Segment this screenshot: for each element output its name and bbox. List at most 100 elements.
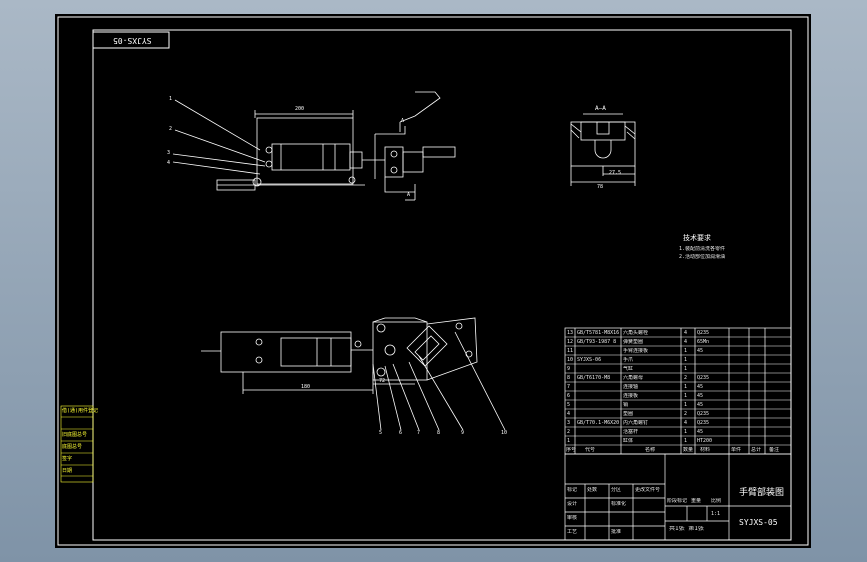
parts-cell-material: Q235: [697, 420, 710, 426]
title-sheet: 共1张 第1张: [669, 526, 704, 532]
inner-frame: [92, 29, 792, 541]
parts-cell-qty: 1: [684, 366, 688, 372]
parts-cell-material: Q235: [697, 375, 710, 381]
parts-cell-material: 45: [697, 393, 704, 399]
callout-1: 1: [169, 96, 173, 102]
parts-cell-no: 5: [567, 402, 571, 408]
parts-cell-qty: 1: [684, 429, 688, 435]
parts-cell-no: 8: [567, 375, 571, 381]
parts-cell-qty: 1: [684, 393, 688, 399]
title-role-approve: 批准: [611, 529, 622, 535]
stage-header-3: 比例: [711, 498, 722, 504]
callout-10: 10: [501, 430, 508, 436]
parts-cell-name: 连接板: [623, 393, 639, 399]
parts-cell-material: Q235: [697, 330, 710, 336]
title-drawing-name: 手臂部装图: [739, 488, 785, 498]
parts-header-cell: 代号: [585, 447, 596, 453]
parts-cell-code: GB/T5781-M8X16: [577, 330, 620, 336]
section-dim-height: 27.5: [609, 170, 622, 176]
parts-cell-name: 销: [623, 402, 629, 408]
dim-bottom-length: 180: [301, 384, 311, 390]
parts-cell-no: 7: [567, 384, 571, 390]
parts-cell-no: 11: [567, 348, 574, 354]
parts-cell-qty: 4: [684, 339, 688, 345]
parts-cell-qty: 2: [684, 411, 688, 417]
parts-cell-name: 连接轴: [623, 384, 639, 390]
tech-requirement-2: 2.活动部位加润滑油: [679, 254, 726, 260]
title-scale: 1:1: [711, 511, 721, 517]
title-block-grid: [564, 453, 792, 541]
callout-2: 2: [169, 126, 173, 132]
parts-cell-no: 2: [567, 429, 571, 435]
assembly-drawing: [57, 16, 809, 546]
parts-cell-code: GB/T93-1987 8: [577, 339, 617, 345]
parts-cell-qty: 1: [684, 402, 688, 408]
view-arrow-a-top: A: [401, 118, 405, 124]
tech-requirements-title: 技术要求: [683, 234, 711, 242]
callout-5: 5: [379, 430, 383, 436]
section-dim-width: 78: [597, 184, 604, 190]
parts-cell-name: 手爪: [623, 357, 634, 363]
outer-frame: [57, 16, 809, 546]
parts-cell-material: 65Mn: [697, 339, 710, 345]
parts-cell-name: 手臂连接板: [623, 348, 649, 354]
parts-cell-name: 气缸: [623, 366, 634, 372]
title-col-label-3: 分区: [611, 487, 622, 493]
callout-7: 7: [417, 430, 421, 436]
view-arrow-a-bottom: A: [407, 192, 411, 198]
stage-header-1: 阶段标记: [667, 498, 688, 504]
parts-cell-code: GB/T6170-M8: [577, 375, 611, 381]
section-a-a: [570, 113, 636, 186]
callout-3: 3: [167, 150, 171, 156]
parts-cell-material: 45: [697, 348, 704, 354]
drawing-number-box: [92, 31, 170, 49]
drawing-number-rotated: SYJXS-05: [113, 36, 152, 45]
parts-header-cell: 单件: [731, 447, 742, 453]
parts-cell-material: 45: [697, 402, 704, 408]
cad-viewport[interactable]: SYJXS-05 200 180 72 78 27.5 A—A 1 2 3 4 …: [55, 14, 811, 548]
parts-cell-no: 4: [567, 411, 571, 417]
parts-header-cell: 备注: [769, 447, 780, 453]
parts-cell-code: SYJXS-06: [577, 357, 602, 363]
parts-cell-qty: 1: [684, 438, 688, 444]
title-col-label-1: 标记: [567, 487, 578, 493]
callout-9: 9: [461, 430, 465, 436]
title-role-design: 设计: [567, 501, 578, 507]
parts-cell-name: 缸体: [623, 438, 634, 444]
parts-header-cell: 名称: [645, 447, 656, 453]
parts-cell-no: 6: [567, 393, 571, 399]
margin-stamp-3: 旧底图总号: [62, 432, 88, 438]
parts-cell-qty: 4: [684, 330, 688, 336]
margin-stamp-1: 借(通)用件登记: [62, 408, 99, 414]
callout-4: 4: [167, 160, 171, 166]
parts-header-cell: 材料: [700, 447, 711, 453]
parts-cell-qty: 1: [684, 348, 688, 354]
parts-cell-code: GB/T70.1-M6X20: [577, 420, 620, 426]
section-label: A—A: [595, 105, 606, 112]
margin-stamp-7: 签字: [62, 456, 73, 462]
parts-header-cell: 数量: [683, 447, 694, 453]
title-role-review: 审核: [567, 515, 578, 521]
parts-cell-no: 13: [567, 330, 574, 336]
margin-stamp-9: 日期: [62, 468, 73, 474]
parts-cell-name: 六角头螺栓: [623, 330, 649, 336]
parts-cell-no: 1: [567, 438, 571, 444]
parts-header-cell: 序号: [566, 447, 577, 453]
parts-cell-material: HT200: [697, 438, 713, 444]
parts-cell-qty: 1: [684, 357, 688, 363]
title-standardization: 标准化: [611, 501, 627, 507]
parts-cell-no: 10: [567, 357, 574, 363]
parts-cell-qty: 2: [684, 375, 688, 381]
bottom-view: [201, 317, 506, 431]
parts-cell-material: 45: [697, 384, 704, 390]
parts-cell-no: 12: [567, 339, 574, 345]
title-col-label-2: 处数: [587, 487, 598, 493]
parts-cell-material: Q235: [697, 411, 710, 417]
margin-stamp-grid: [60, 405, 94, 483]
parts-cell-name: 垫圈: [623, 411, 634, 417]
parts-cell-name: 弹簧垫圈: [623, 339, 644, 345]
title-role-process: 工艺: [567, 529, 578, 535]
parts-cell-no: 3: [567, 420, 571, 426]
margin-stamp-5: 底图总号: [62, 444, 83, 450]
parts-cell-no: 9: [567, 366, 571, 372]
